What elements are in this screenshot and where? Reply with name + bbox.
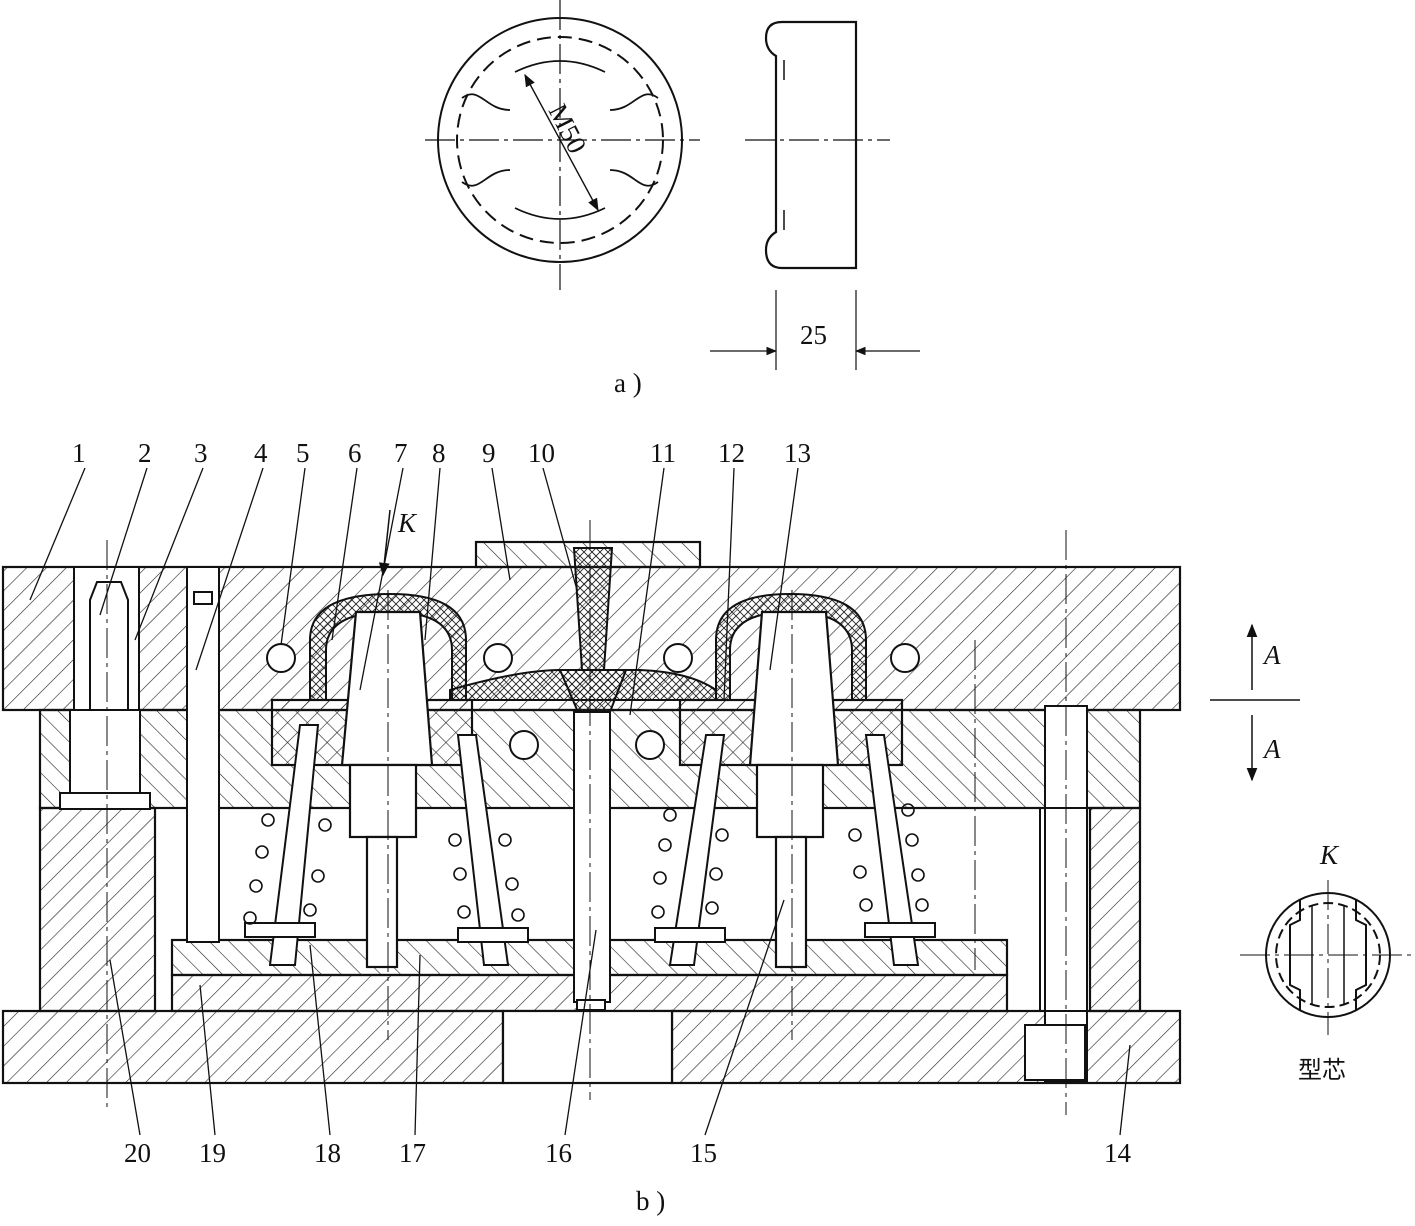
k-view-arrow [378, 509, 391, 577]
left-spacer [38, 806, 157, 1013]
part-label: 8 [432, 438, 446, 468]
section-label-top: A [1262, 640, 1281, 670]
right-spacer [1088, 806, 1142, 1013]
part-label: 10 [528, 438, 555, 468]
section-arrows [1210, 623, 1300, 782]
cores [340, 610, 840, 969]
k-view-label: K [397, 508, 418, 538]
part-label: 16 [545, 1138, 572, 1168]
part-label: 3 [194, 438, 208, 468]
part-label: 12 [718, 438, 745, 468]
part-label: 19 [199, 1138, 226, 1168]
part-front-view [425, 0, 700, 290]
part-label: 5 [296, 438, 310, 468]
center-ejector [573, 711, 611, 1011]
bottom-plate-right [670, 1009, 1182, 1085]
leader-lines [29, 467, 1131, 1136]
part-label: 7 [394, 438, 408, 468]
part-label: 4 [254, 438, 268, 468]
part-label: 13 [784, 438, 811, 468]
part-side-view [710, 20, 920, 370]
part-label: 11 [650, 438, 676, 468]
top-part-labels: 1 2 3 4 5 6 7 8 9 10 11 12 13 [72, 438, 811, 468]
angled-ejector-pins [244, 724, 936, 966]
part-label: 1 [72, 438, 86, 468]
detail-title: K [1319, 840, 1340, 870]
bottom-part-labels: 20 19 18 17 16 15 14 [124, 1138, 1132, 1168]
bottom-gap [501, 1009, 674, 1085]
bottom-plate [1, 1009, 505, 1085]
width-dimension: 25 [800, 320, 827, 350]
diameter-dimension: M50 [543, 99, 593, 158]
section-label-bottom: A [1262, 734, 1281, 764]
core-detail-view [1240, 880, 1412, 1035]
part-label: 14 [1104, 1138, 1132, 1168]
part-label: 18 [314, 1138, 341, 1168]
caption-b: b ) [636, 1186, 665, 1216]
molded-parts [309, 547, 867, 713]
center-lines [106, 520, 1067, 1115]
springs [243, 803, 929, 925]
part-label: 20 [124, 1138, 151, 1168]
part-label: 15 [690, 1138, 717, 1168]
caption-a: a ) [614, 368, 642, 398]
part-label: 6 [348, 438, 362, 468]
part-label: 2 [138, 438, 152, 468]
part-label: 9 [482, 438, 496, 468]
part-label: 17 [399, 1138, 426, 1168]
detail-caption: 型芯 [1298, 1056, 1346, 1084]
